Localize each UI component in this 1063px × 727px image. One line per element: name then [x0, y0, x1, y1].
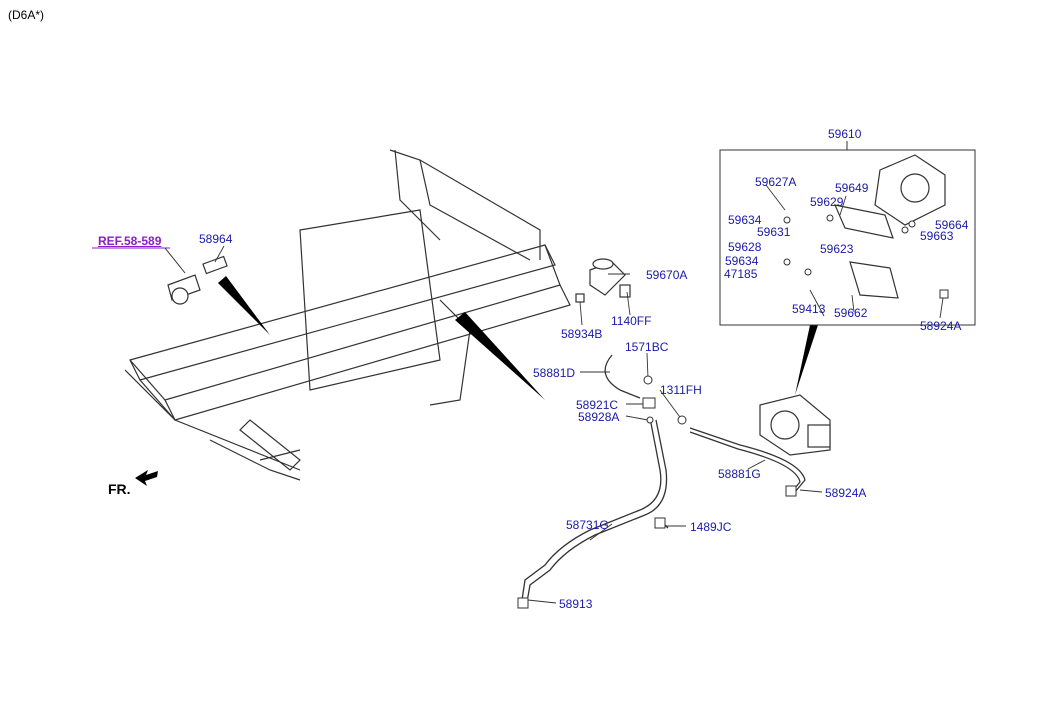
assembly-label-59610[interactable]: 59610 [828, 127, 862, 141]
part-label-59623[interactable]: 59623 [820, 242, 854, 256]
part-label-58881d[interactable]: 58881D [533, 366, 576, 380]
part-label-58934b[interactable]: 58934B [561, 327, 603, 341]
tee-fitting [167, 255, 228, 305]
part-label-59634-upper[interactable]: 59634 [728, 213, 762, 227]
part-label-58881g[interactable]: 58881G [718, 467, 761, 481]
part-label-58924a-lower[interactable]: 58924A [825, 486, 867, 500]
variant-code: (D6A*) [8, 8, 45, 22]
throttle-body [833, 154, 946, 299]
part-label-59413[interactable]: 59413 [792, 302, 826, 316]
part-label-1571bc[interactable]: 1571BC [625, 340, 669, 354]
vacuum-hoses [521, 354, 806, 603]
ref-58-589-link[interactable]: REF.58-589 [98, 234, 162, 248]
part-label-47185[interactable]: 47185 [724, 267, 758, 281]
leader-lines [214, 184, 944, 604]
part-label-58924a-upper[interactable]: 58924A [920, 319, 962, 333]
part-label-59662[interactable]: 59662 [834, 306, 868, 320]
part-label-58928a[interactable]: 58928A [578, 410, 620, 424]
part-label-59664[interactable]: 59664 [935, 218, 969, 232]
solenoid-valve [575, 258, 631, 303]
front-arrow-icon [135, 470, 158, 486]
fasteners [517, 214, 949, 609]
part-label-59670a[interactable]: 59670A [646, 268, 688, 282]
part-label-59627a[interactable]: 59627A [755, 175, 797, 189]
part-label-58964[interactable]: 58964 [199, 232, 233, 246]
part-label-1140ff[interactable]: 1140FF [611, 314, 652, 328]
part-label-59628[interactable]: 59628 [728, 240, 762, 254]
throttle-body-lower [759, 394, 831, 456]
part-label-59649[interactable]: 59649 [835, 181, 869, 195]
part-label-59631[interactable]: 59631 [757, 225, 791, 239]
part-label-59663[interactable]: 59663 [920, 229, 954, 243]
part-label-59634-lower[interactable]: 59634 [725, 254, 759, 268]
front-direction-label: FR. [108, 481, 131, 497]
part-label-1489jc[interactable]: 1489JC [690, 520, 732, 534]
part-label-1311fh[interactable]: 1311FH [660, 383, 702, 397]
part-label-58921c[interactable]: 58921C [576, 398, 619, 412]
vehicle-frame [124, 149, 571, 481]
pointer-wedges [218, 276, 818, 400]
part-label-58731g[interactable]: 58731G [566, 518, 609, 532]
part-label-58913[interactable]: 58913 [559, 597, 593, 611]
part-label-59629[interactable]: 59629 [810, 195, 844, 209]
